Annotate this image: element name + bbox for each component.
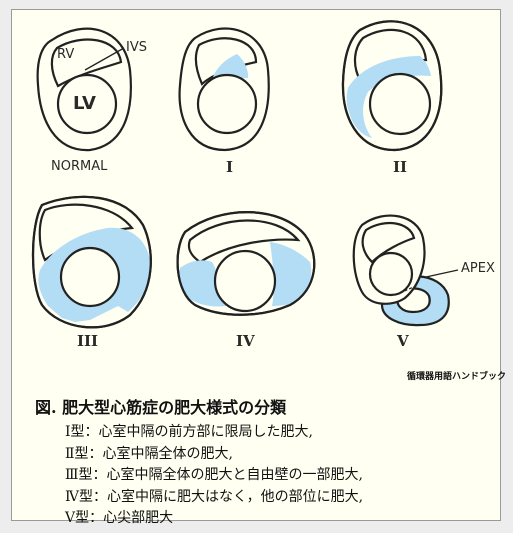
heart-type1: [178, 27, 270, 152]
panel-label-type2: II: [393, 158, 408, 176]
caption-title: 図. 肥大型心筋症の肥大様式の分類: [35, 398, 287, 417]
panel-label-normal: NORMAL: [51, 159, 108, 174]
ivs-label: IVS: [126, 40, 147, 55]
brand-logo-text: 循環器用語ハンドブック: [407, 372, 507, 382]
panel-label-type3: III: [77, 332, 99, 350]
caption-line-type4: Ⅳ型：心室中隔に肥大はなく，他の部位に肥大,: [65, 488, 364, 505]
heart-type4: [176, 211, 316, 316]
caption-list: Ⅰ型：心室中隔の前方部に限局した肥大, Ⅱ型：心室中隔全体の肥大, Ⅲ型：心室中…: [35, 422, 363, 530]
heart-type3: [31, 195, 152, 329]
panel-label-type5: V: [397, 332, 409, 350]
rv-label: RV: [57, 47, 75, 62]
figure-caption: 図. 肥大型心筋症の肥大様式の分類 Ⅰ型：心室中隔の前方部に限局した肥大, Ⅱ型…: [35, 394, 363, 530]
heart-type5: [352, 214, 459, 327]
lv-label: LV: [73, 93, 96, 114]
panel-label-type1: I: [226, 158, 234, 176]
caption-line-type2: Ⅱ型：心室中隔全体の肥大,: [65, 445, 233, 462]
caption-line-type1: Ⅰ型：心室中隔の前方部に限局した肥大,: [65, 424, 313, 440]
apex-label: APEX: [461, 261, 495, 276]
panel-label-type4: IV: [236, 332, 255, 350]
heart-type2: [341, 20, 443, 152]
heart-normal: [36, 27, 132, 152]
caption-line-type5: Ⅴ型：心尖部肥大: [65, 510, 174, 526]
caption-line-type3: Ⅲ型：心室中隔全体の肥大と自由壁の一部肥大,: [65, 467, 363, 483]
